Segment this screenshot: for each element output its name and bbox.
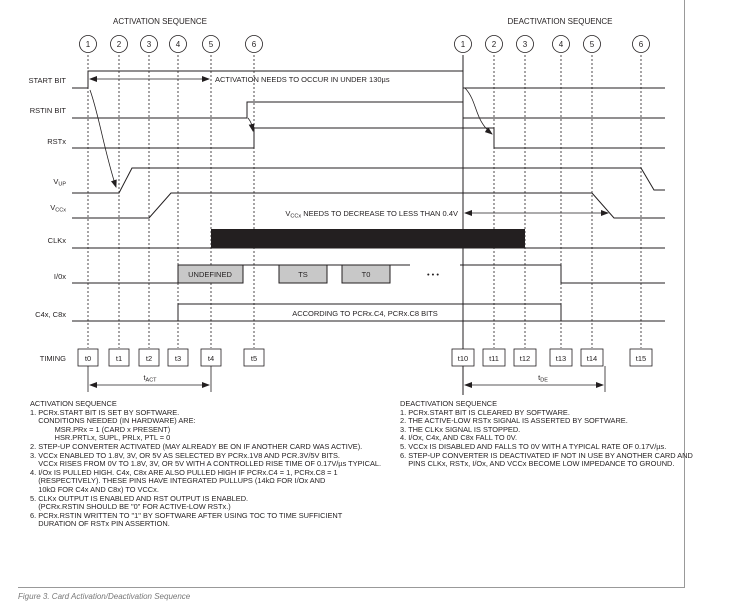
step-circle-label: 5 xyxy=(209,40,214,49)
start-to-rstx-arrow xyxy=(464,87,493,135)
timing-box-label: t15 xyxy=(636,354,646,363)
timing-box-label: t10 xyxy=(458,354,468,363)
label-rstx: RSTx xyxy=(47,137,66,146)
timing-box-label: t11 xyxy=(489,354,499,363)
label-clkx: CLKx xyxy=(48,236,67,245)
note-line: 6. STEP-UP CONVERTER IS DEACTIVATED IF N… xyxy=(400,450,693,460)
note-line: 5. CLKx OUTPUT IS ENABLED AND RST OUTPUT… xyxy=(30,493,249,503)
step-circle-label: 2 xyxy=(117,40,122,49)
note-line: CONDITIONS NEEDED (IN HARDWARE) ARE: xyxy=(30,416,196,426)
label-timing: TIMING xyxy=(40,354,66,363)
tde-label: tDE xyxy=(538,373,548,384)
note-line: DURATION OF RSTx PIN ASSERTION. xyxy=(30,519,170,529)
note-line: 6. PCRx.RSTIN WRITTEN TO "1" BY SOFTWARE… xyxy=(30,510,343,520)
note-line: 3. THE CLKx SIGNAL IS STOPPED. xyxy=(400,424,521,434)
timing-box-label: t0 xyxy=(85,354,91,363)
activation-steps: 1 2 3 4 5 6 xyxy=(79,35,263,53)
note-line: 2. STEP-UP CONVERTER ACTIVATED (MAY ALRE… xyxy=(30,441,363,451)
timing-box-label: t5 xyxy=(251,354,257,363)
timing-box-label: t14 xyxy=(587,354,597,363)
timing-row: t0 t1 t2 t3 t4 t5 t10 t11 t12 t13 t14 t1… xyxy=(77,348,653,367)
note-line: PINS CLKx, RSTx, I/Ox, AND VCCx BECOME L… xyxy=(400,459,675,469)
step-circle-label: 4 xyxy=(176,40,181,49)
figure-caption: Figure 3. Card Activation/Deactivation S… xyxy=(18,592,191,601)
step-circle-label: 3 xyxy=(147,40,152,49)
note-line: (RESPECTIVELY). THESE PINS HAVE INTEGRAT… xyxy=(30,476,326,486)
note-line: 10kΩ FOR C4x AND C8x) TO VCCx. xyxy=(30,484,159,494)
note-line: 3. VCCx ENABLED TO 1.8V, 3V, OR 5V AS SE… xyxy=(30,450,340,460)
step-circle-label: 6 xyxy=(639,40,644,49)
timing-box-label: t2 xyxy=(146,354,152,363)
vup-waveform xyxy=(72,167,665,194)
rstin-to-rstx-arrow xyxy=(247,117,255,132)
activation-time-text: ACTIVATION NEEDS TO OCCUR IN UNDER 130µs xyxy=(215,75,390,84)
note-line: HSR.PRTLx, SUPL, PRLx, PTL = 0 xyxy=(30,433,171,443)
timing-guides xyxy=(87,55,642,348)
note-line: 4. I/Ox IS PULLED HIGH. C4x, C8x ARE ALS… xyxy=(30,467,338,477)
iox-t0-block xyxy=(341,264,391,284)
activation-title: ACTIVATION SEQUENCE xyxy=(113,17,207,26)
iox-waveform: UNDEFINED TS T0 • • • xyxy=(72,264,665,284)
tact-label: tACT xyxy=(143,373,157,384)
step-circle-label: 1 xyxy=(461,40,466,49)
step-circle-label: 1 xyxy=(86,40,91,49)
note-line: 1. PCRx.START BIT IS CLEARED BY SOFTWARE… xyxy=(400,407,570,417)
step-circle-label: 3 xyxy=(523,40,528,49)
note-line: VCCx RISES FROM 0V TO 1.8V, 3V, OR 5V WI… xyxy=(30,459,382,469)
label-iox: I/0x xyxy=(54,272,66,281)
c4c8-text: ACCORDING TO PCRx.C4, PCRx.C8 BITS xyxy=(292,309,438,318)
timing-box-label: t3 xyxy=(175,354,181,363)
iox-ts-block xyxy=(278,264,328,284)
iox-undefined-block xyxy=(177,264,244,284)
start-bit-waveform xyxy=(72,70,665,89)
start-to-vup-arrow xyxy=(89,89,117,188)
figure-frame xyxy=(18,0,685,588)
step-circle-label: 5 xyxy=(590,40,595,49)
label-vup: VUP xyxy=(53,177,66,188)
note-line: 2. THE ACTIVE-LOW RSTx SIGNAL IS ASSERTE… xyxy=(400,416,628,426)
note-line: MSR.PRx = 1 (CARD x PRESENT) xyxy=(30,424,171,434)
label-vccx: VCCx xyxy=(50,203,66,214)
rstx-waveform xyxy=(72,127,665,149)
deactivation-title: DEACTIVATION SEQUENCE xyxy=(507,17,612,26)
c4c8-waveform xyxy=(72,303,665,322)
iox-ts-text: TS xyxy=(298,270,308,279)
iox-ellipsis: • • • xyxy=(427,270,439,279)
label-start-bit: START BIT xyxy=(28,76,66,85)
note-line: 5. VCCx IS DISABLED AND FALLS TO 0V WITH… xyxy=(400,441,667,451)
timing-box-label: t13 xyxy=(556,354,566,363)
iox-t0-text: T0 xyxy=(362,270,371,279)
label-rstin-bit: RSTIN BIT xyxy=(30,106,67,115)
note-line: 1. PCRx.START BIT IS SET BY SOFTWARE. xyxy=(30,407,180,417)
timing-box-label: t1 xyxy=(116,354,122,363)
note-line: DEACTIVATION SEQUENCE xyxy=(400,399,498,408)
note-line: 4. I/Ox, C4x, AND C8x FALL TO 0V. xyxy=(400,433,518,443)
timing-diagram: ACTIVATION SEQUENCE DEACTIVATION SEQUENC… xyxy=(28,17,665,395)
vccx-waveform xyxy=(72,192,665,219)
note-line: (PCRx.RSTIN SHOULD BE "0" FOR ACTIVE-LOW… xyxy=(30,502,231,512)
note-line: ACTIVATION SEQUENCE xyxy=(30,399,117,408)
vcc-decrease-text: VCCx NEEDS TO DECREASE TO LESS THAN 0.4V xyxy=(285,209,458,220)
step-circle-label: 4 xyxy=(559,40,564,49)
rstin-bit-waveform xyxy=(72,101,665,119)
clkx-active-block xyxy=(211,229,525,248)
timing-box-label: t4 xyxy=(208,354,214,363)
timing-box-label: t12 xyxy=(520,354,530,363)
step-circle-label: 2 xyxy=(492,40,497,49)
iox-undefined-text: UNDEFINED xyxy=(188,270,232,279)
deactivation-steps: 1 2 3 4 5 6 xyxy=(454,35,650,53)
label-c4c8: C4x, C8x xyxy=(35,310,66,319)
step-circle-label: 6 xyxy=(252,40,257,49)
